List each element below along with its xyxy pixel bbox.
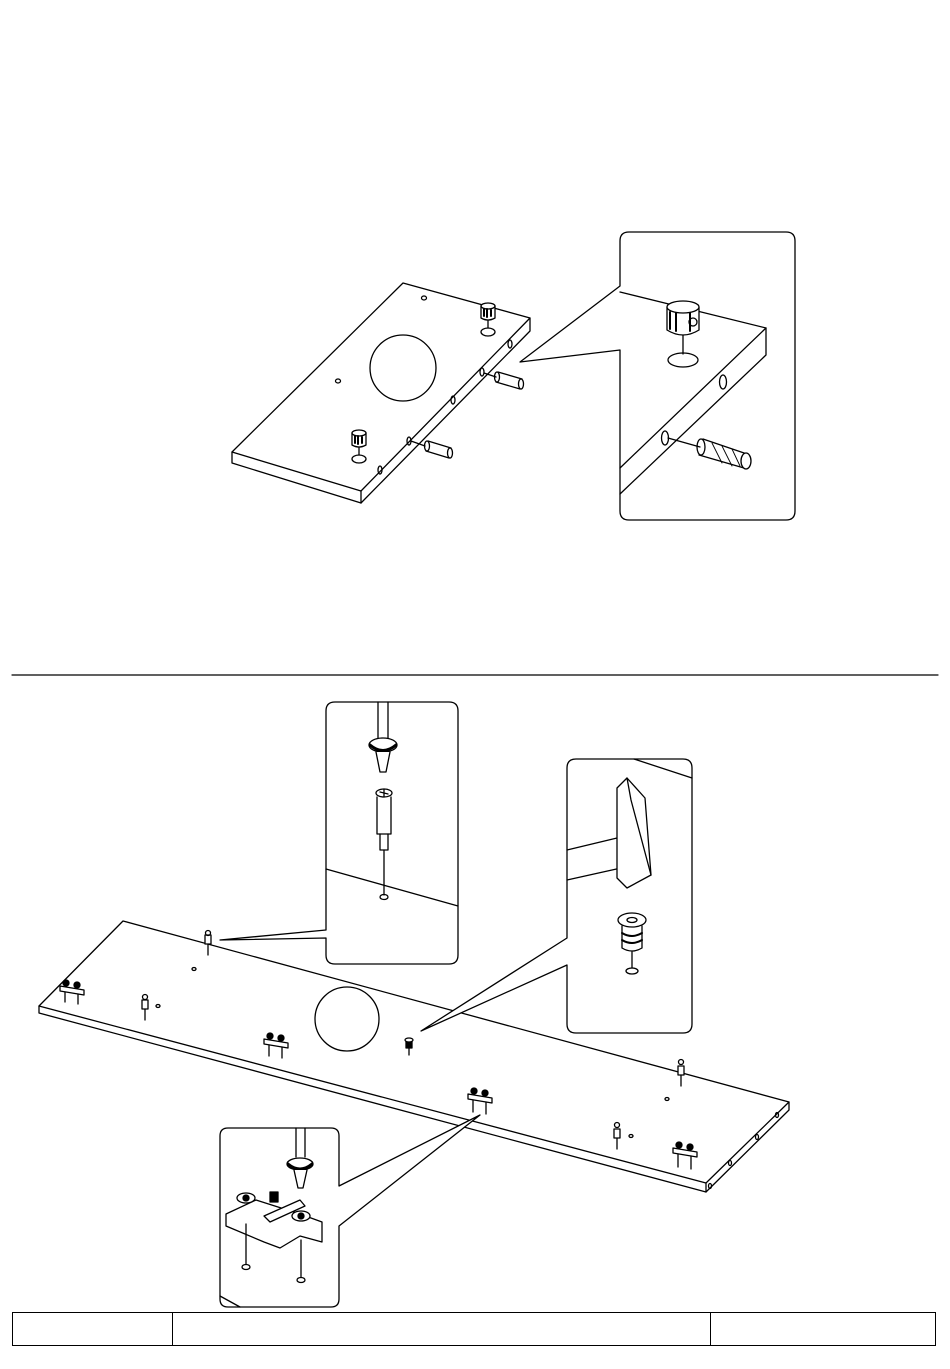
zoom-callout-top	[520, 232, 795, 520]
footer-cell-2	[173, 1313, 711, 1345]
edge-hole	[480, 368, 484, 376]
footer-cell-1	[13, 1313, 173, 1345]
edge-hole	[508, 340, 512, 348]
zoom-callout-hinge	[220, 1115, 480, 1307]
dowel-icon	[484, 372, 524, 389]
bottom-step	[39, 702, 789, 1307]
dowel-icon	[411, 441, 453, 458]
zoom-callout-screwdriver	[220, 702, 458, 964]
footer-cell-3	[711, 1313, 935, 1345]
footer-table	[12, 1312, 936, 1346]
top-step	[232, 232, 795, 520]
zoom-callout-hammer	[421, 759, 692, 1033]
